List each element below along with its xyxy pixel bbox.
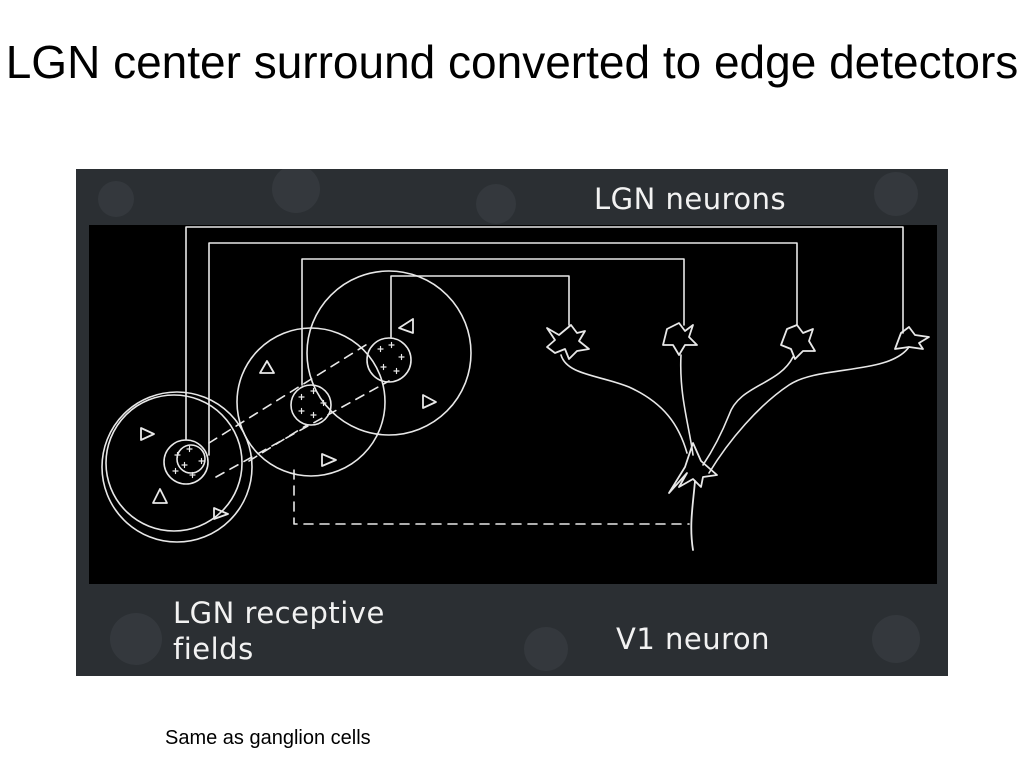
converging-axons [560, 346, 910, 474]
slide-caption: Same as ganglion cells [165, 727, 371, 749]
diagram-figure: LGN neurons LGN receptive fields V1 neur… [76, 169, 948, 676]
receptive-field-3 [306, 270, 472, 436]
slide-title: LGN center surround converted to edge de… [5, 36, 1019, 88]
lgn-receptive-fields-label: LGN receptive fields [173, 596, 385, 666]
dashed-bands [208, 342, 690, 525]
projection-lines [185, 226, 904, 456]
diagram-panel [89, 225, 937, 584]
v1-neuron-cell [668, 442, 718, 551]
lgn-neurons-label: LGN neurons [594, 182, 787, 216]
receptive-field-1 [101, 391, 253, 543]
circuit-diagram [101, 226, 930, 551]
chalkboard-texture [98, 169, 920, 671]
v1-neuron-label: V1 neuron [616, 622, 771, 656]
lgn-neuron-cells [546, 322, 930, 360]
